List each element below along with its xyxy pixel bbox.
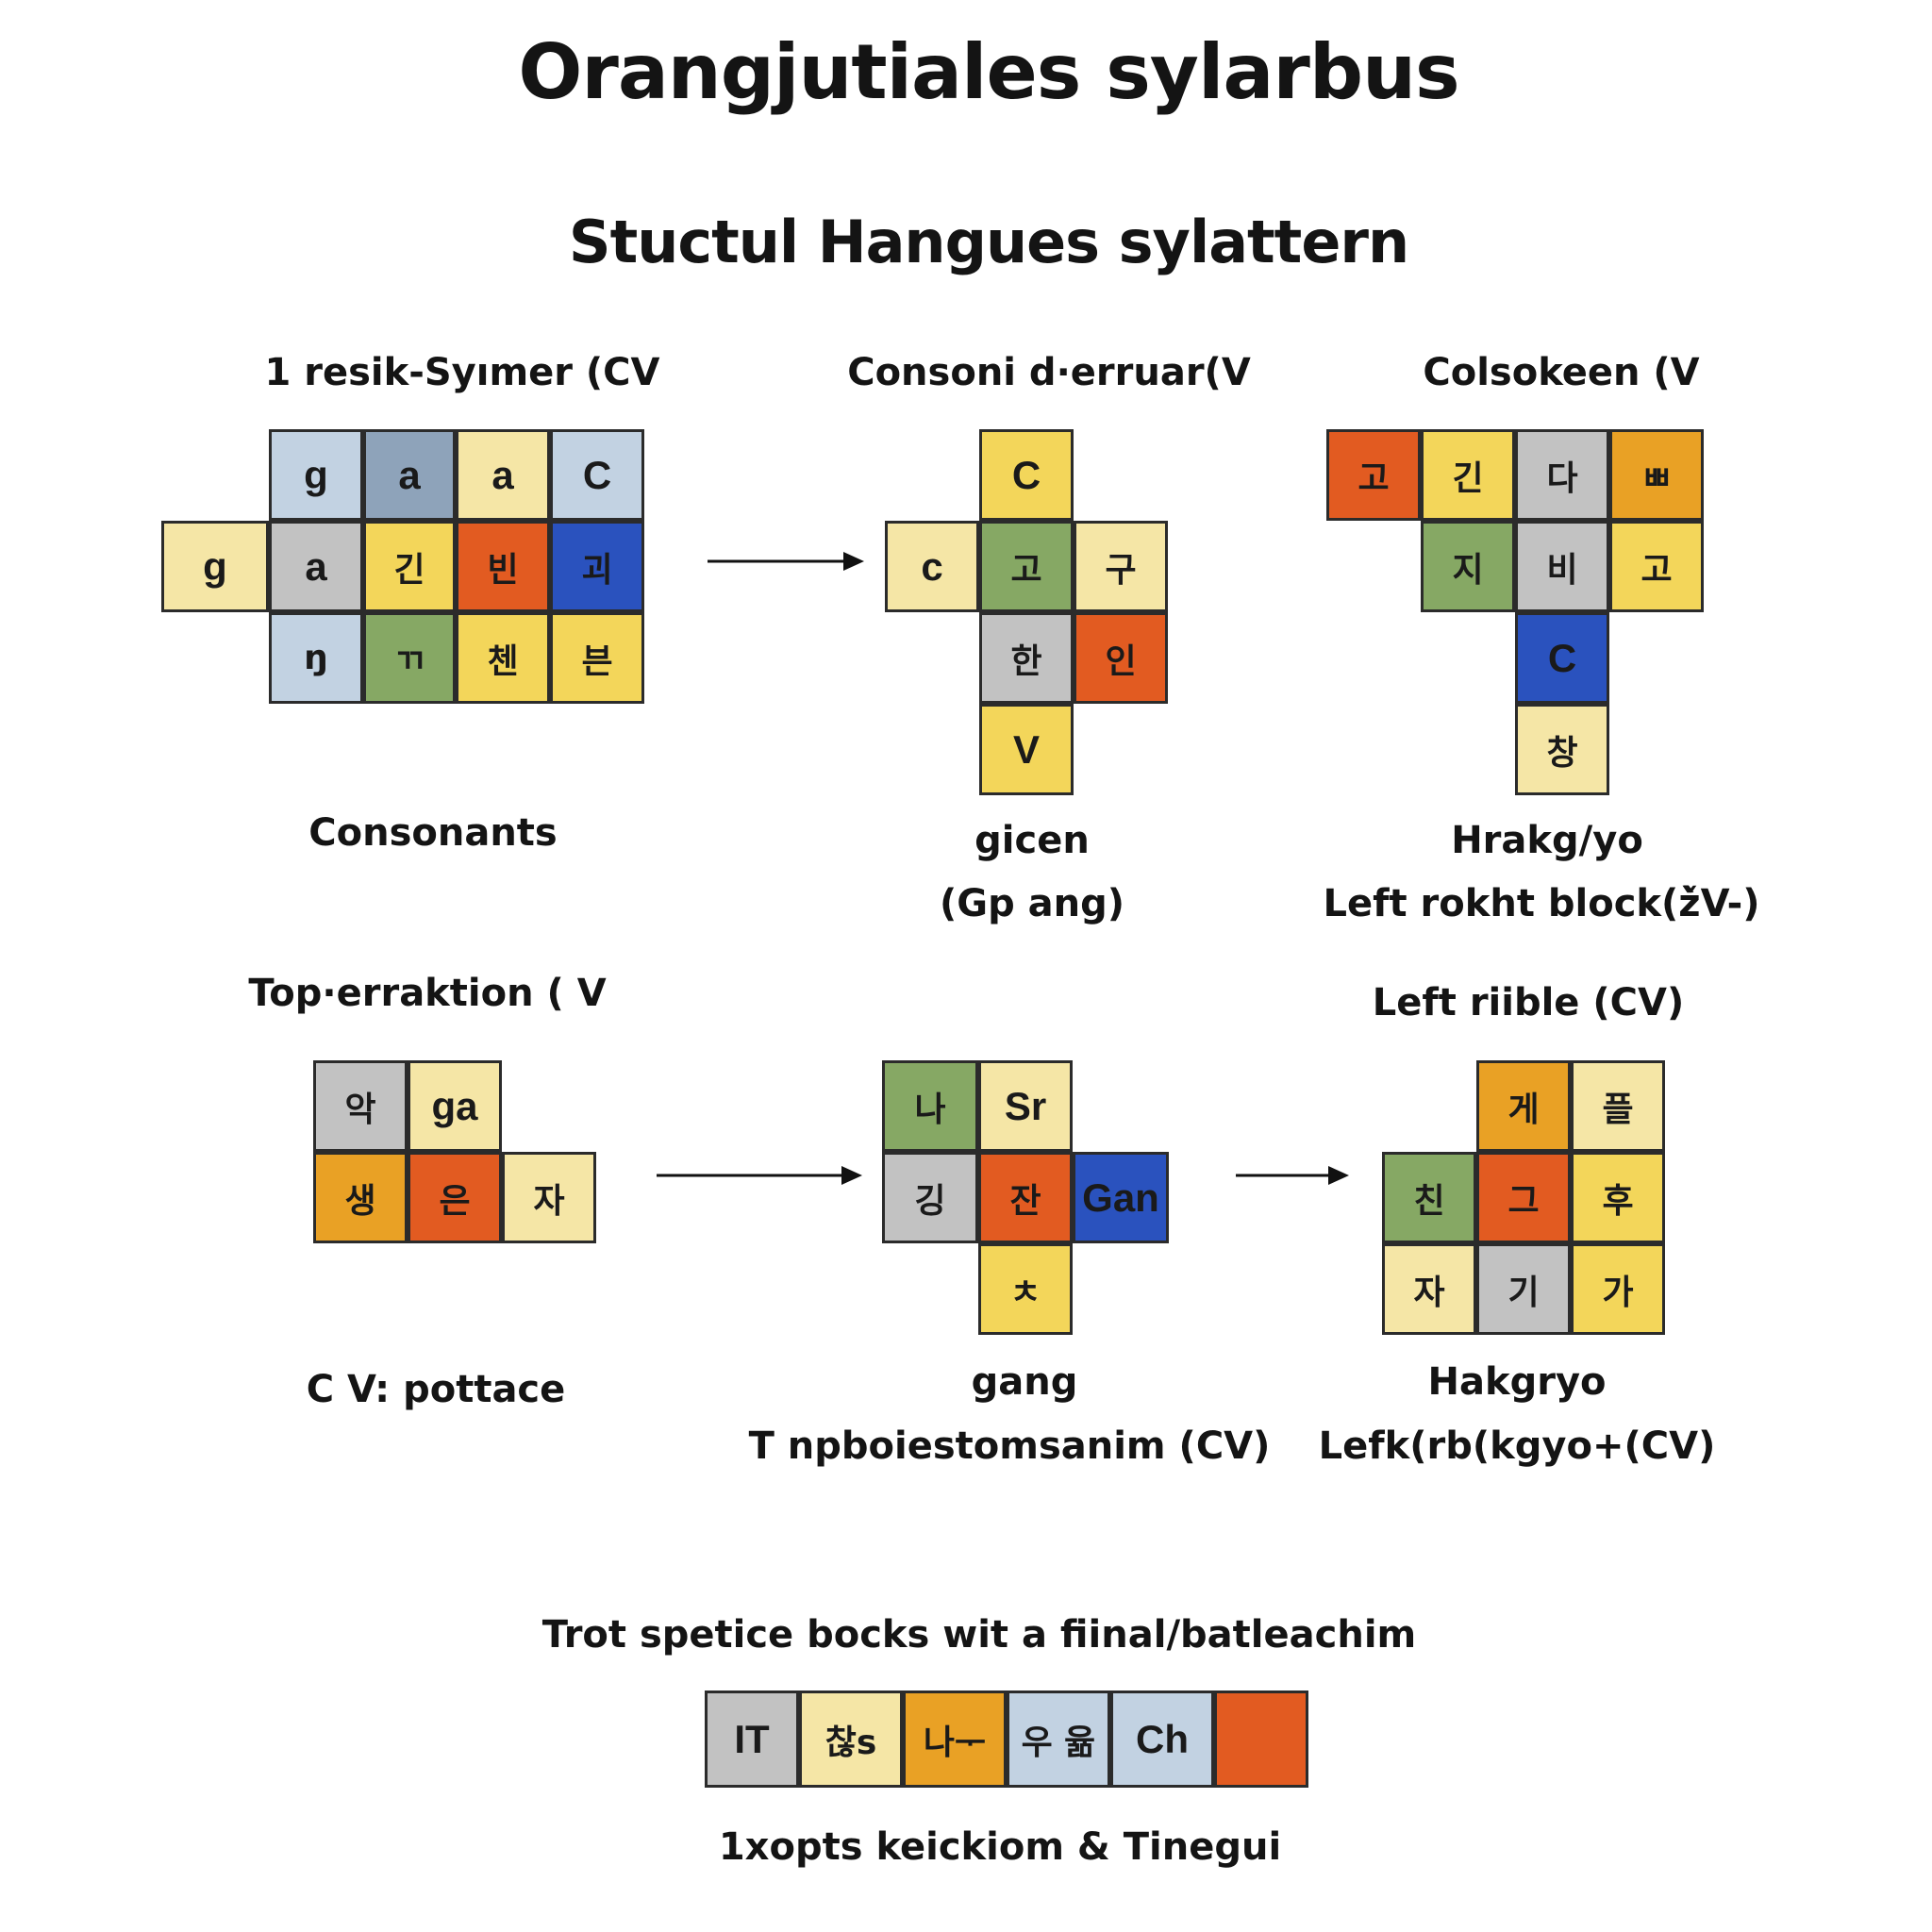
syllable-cell: 플 <box>1571 1060 1665 1152</box>
syllable-cell: 나 <box>882 1060 978 1152</box>
syllable-cell: g <box>269 429 363 521</box>
syllable-cell: V <box>979 704 1074 795</box>
syllable-cell: 우 윪 <box>1007 1690 1110 1788</box>
syllable-cell: 인 <box>1074 612 1168 704</box>
panel-caption: C V: pottace <box>306 1368 566 1411</box>
panel-heading: 1 resik-Syımer (CV <box>264 351 660 394</box>
syllable-cell: a <box>269 521 363 612</box>
panel-caption: gicen <box>974 819 1090 862</box>
syllable-cell: 깅 <box>882 1152 978 1243</box>
strip-caption: 1xopts keickiom & Tinegui <box>718 1825 1282 1869</box>
syllable-cell: C <box>1515 612 1609 704</box>
syllable-cell: 고 <box>1326 429 1421 521</box>
syllable-cell: c <box>885 521 979 612</box>
page-subtitle: Stuctul Hangues sylattern <box>568 208 1409 276</box>
syllable-cell: ㄲ <box>363 612 456 704</box>
syllable-cell: 기 <box>1476 1243 1571 1335</box>
syllable-cell: 괴 <box>550 521 644 612</box>
panel-caption: T npboiestomsanim (CV) <box>748 1424 1271 1468</box>
syllable-cell: 한 <box>979 612 1074 704</box>
syllable-cell: 게 <box>1476 1060 1571 1152</box>
syllable-cell: 븐 <box>550 612 644 704</box>
syllable-cell: 가 <box>1571 1243 1665 1335</box>
syllable-cell: Gan <box>1073 1152 1169 1243</box>
strip-heading: Trot spetice bocks wit a fiinal/batleach… <box>541 1613 1417 1657</box>
syllable-cell: g <box>161 521 269 612</box>
syllable-cell: Ch <box>1110 1690 1214 1788</box>
panel-heading: Consoni d·erruar(V <box>847 351 1251 394</box>
syllable-cell: 고 <box>979 521 1074 612</box>
syllable-cell: 구 <box>1074 521 1168 612</box>
syllable-cell: 긴 <box>1421 429 1515 521</box>
syllable-cell: 고 <box>1609 521 1704 612</box>
panel-caption: Hrakg/yo <box>1451 819 1643 862</box>
panel-caption: Consonants <box>308 811 558 855</box>
panel-caption: Hakgryo <box>1427 1360 1607 1404</box>
panel-caption: Left rokht block(ž̀V-) <box>1323 882 1760 925</box>
panel-caption: gang <box>971 1360 1078 1404</box>
syllable-cell: Sr <box>978 1060 1073 1152</box>
syllable-cell: 지 <box>1421 521 1515 612</box>
panel-heading: Top·erraktion ( V <box>248 972 607 1015</box>
syllable-cell: C <box>550 429 644 521</box>
syllable-cell: a <box>456 429 550 521</box>
syllable-cell: 자 <box>502 1152 596 1243</box>
arrow-right-icon <box>657 1166 862 1185</box>
syllable-cell <box>1214 1690 1308 1788</box>
panel-heading: Left riible (CV) <box>1372 981 1685 1024</box>
syllable-cell: 생 <box>313 1152 408 1243</box>
panel-caption: Lefk(rb(kgyo+(CV) <box>1318 1424 1716 1468</box>
syllable-cell: 잔 <box>978 1152 1073 1243</box>
syllable-cell: a <box>363 429 456 521</box>
syllable-cell: 악 <box>313 1060 408 1152</box>
syllable-cell: 나ᅮ <box>903 1690 1007 1788</box>
syllable-cell: 그 <box>1476 1152 1571 1243</box>
syllable-cell: ga <box>408 1060 502 1152</box>
syllable-cell: 자 <box>1382 1243 1476 1335</box>
syllable-cell: 찮s <box>799 1690 903 1788</box>
syllable-cell: 후 <box>1571 1152 1665 1243</box>
syllable-cell: 빈 <box>456 521 550 612</box>
syllable-cell: ㅊ <box>978 1243 1073 1335</box>
arrow-right-icon <box>1236 1166 1349 1185</box>
panel-caption: (Gp ang) <box>939 882 1125 925</box>
syllable-cell: ㅃ <box>1609 429 1704 521</box>
syllable-cell: 은 <box>408 1152 502 1243</box>
syllable-cell: 비 <box>1515 521 1609 612</box>
syllable-cell: C <box>979 429 1074 521</box>
syllable-cell: ŋ <box>269 612 363 704</box>
arrow-right-icon <box>708 552 864 571</box>
syllable-cell: 다 <box>1515 429 1609 521</box>
syllable-cell: IT <box>705 1690 799 1788</box>
syllable-cell: 긴 <box>363 521 456 612</box>
page-title: Orangjutiales sylarbus <box>518 28 1459 116</box>
panel-heading: Colsokeen (V <box>1423 351 1700 394</box>
syllable-cell: 첸 <box>456 612 550 704</box>
syllable-cell: 친 <box>1382 1152 1476 1243</box>
syllable-cell: 창 <box>1515 704 1609 795</box>
